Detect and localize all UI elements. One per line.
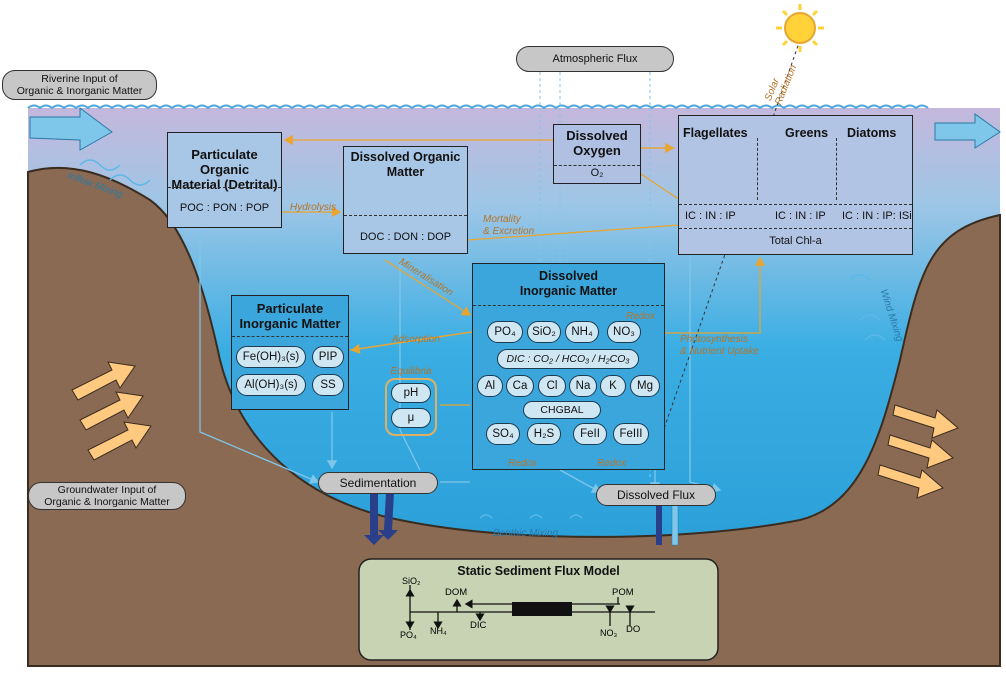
phytoplankton-box: Flagellates Greens Diatoms IC : IN : IP … [678,115,913,255]
dom-ratio: DOC : DON : DOP [359,231,452,243]
ion-ca: Ca [506,375,534,397]
ion-al: Al [477,375,503,397]
sed-nh4: NH₄ [430,626,447,636]
ion-k: K [600,375,626,397]
inflow-arrow-icon [29,107,113,151]
poc-title: Particulate Organic Material (Detrital) [171,147,278,192]
equilibria-label: Equilibria [390,366,432,377]
riverine-input-label: Riverine Input of Organic & Inorganic Ma… [2,70,157,100]
sed-dic: DIC [470,620,487,631]
oxygen-title: Dissolved Oxygen [566,128,628,158]
mixing-swirls [79,159,886,519]
flagellates-ratio: IC : IN : IP [685,210,736,222]
redox-label-left: Redox [508,458,537,469]
sedimentation-label: Sedimentation [318,472,438,494]
surface-waves [27,104,929,110]
poc-ratio: POC : PON : POP [179,202,270,214]
ph-species: pH [391,383,431,403]
sediment-model-title: Static Sediment Flux Model [457,564,620,578]
dissolved-flux-label: Dissolved Flux [596,484,716,506]
redox-label-right: Redox [597,458,626,469]
equilibria-box [385,378,437,436]
dom-title: Dissolved Organic Matter [350,150,461,179]
outflow-arrow-icon [934,113,1001,149]
flagellates-title: Flagellates [683,126,748,140]
nh4-species: NH₄ [565,321,599,343]
no3-species: NO₃ [607,321,641,343]
aloh3-species: Al(OH)₃(s) [236,374,306,396]
ss-species: SS [312,374,344,396]
chgbal-species: CHGBAL [523,401,601,419]
feiii-species: FeIII [613,423,649,445]
sed-po4: PO₄ [400,630,417,640]
photosynthesis-label: Photosynthesis & Nutrient Uptake [680,334,759,357]
poc-box: Particulate Organic Material (Detrital) … [167,132,282,228]
ion-na: Na [569,375,597,397]
sed-dom: DOM [445,587,468,598]
sed-pom: POM [612,587,634,598]
dic-species: DIC : CO₂ / HCO₃ / H₂CO₃ [497,349,639,369]
hydrolysis-label: Hydrolysis [290,202,337,213]
dom-box: Dissolved Organic Matter DOC : DON : DOP [343,146,468,254]
mortality-label: Mortality & Excretion [483,214,535,237]
sed-do: DO [626,624,641,635]
redox-label-top: Redox [626,311,655,322]
po4-species: PO₄ [487,321,523,343]
greens-ratio: IC : IN : IP [775,210,826,222]
adsorption-label: Adsorption [392,334,440,345]
dim-title: Dissolved Inorganic Matter [519,269,618,298]
groundwater-arrows [71,361,959,499]
sediment-block [512,602,572,616]
benthic-mixing-label: Benthic Mixing [493,528,559,539]
greens-title: Greens [785,126,829,140]
oxygen-box: Dissolved Oxygen O₂ [553,124,641,184]
feii-species: FeII [573,423,607,445]
sed-sio2: SiO₂ [402,576,421,586]
total-chla: Total Chl-a [769,235,822,247]
sed-no3: NO₃ [600,628,618,638]
ion-cl: Cl [538,375,566,397]
pip-species: PIP [312,346,344,368]
sio2-species: SiO₂ [527,321,561,343]
ion-mg: Mg [630,375,660,397]
sedimentation-arrows [364,492,398,545]
oxygen-species: O₂ [590,167,604,179]
pim-title: Particulate Inorganic Matter [239,301,341,331]
diatoms-title: Diatoms [847,126,897,140]
feoh3-species: Fe(OH)₃(s) [236,346,306,368]
so4-species: SO₄ [486,423,520,445]
sun-icon [776,4,824,52]
h2s-species: H₂S [527,423,561,445]
diatoms-ratio: IC : IN : IP: ISi [842,210,912,222]
groundwater-input-label: Groundwater Input of Organic & Inorganic… [28,482,186,510]
mu-species: μ [391,408,431,428]
atmospheric-flux-label: Atmospheric Flux [516,46,674,72]
